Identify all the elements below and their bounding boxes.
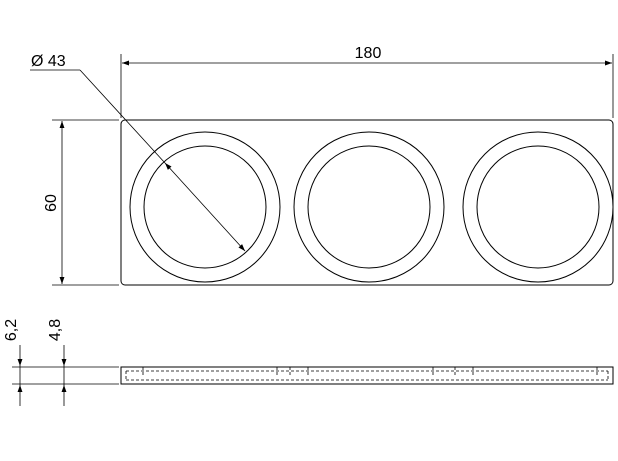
dimension-line-diameter xyxy=(164,162,246,252)
dim-thickness-total-label: 6,2 xyxy=(3,319,20,341)
dim-height: 60 xyxy=(43,119,119,286)
ring-right xyxy=(462,131,614,283)
ring-center-outer xyxy=(293,131,445,283)
dim-diameter-label: Ø 43 xyxy=(31,53,66,70)
dim-diameter: Ø 43 xyxy=(30,53,246,252)
leader-line xyxy=(79,69,166,164)
side-view: 6,2 4,8 xyxy=(3,319,614,406)
ring-left-inner xyxy=(143,145,267,269)
dim-length: 180 xyxy=(120,45,614,118)
ring-center-inner xyxy=(307,145,431,269)
plate-outline xyxy=(120,119,614,286)
ring-right-inner xyxy=(476,145,600,269)
dim-height-label: 60 xyxy=(43,194,60,212)
dim-thickness: 6,2 4,8 xyxy=(3,319,119,406)
top-view: 180 60 Ø 43 xyxy=(30,45,614,286)
ring-right-outer xyxy=(462,131,614,283)
ring-left xyxy=(129,131,281,283)
plate-side-outline xyxy=(120,366,614,385)
dim-length-label: 180 xyxy=(355,45,382,62)
ring-left-outer xyxy=(129,131,281,283)
dim-thickness-plate-label: 4,8 xyxy=(47,319,64,341)
ring-center xyxy=(293,131,445,283)
